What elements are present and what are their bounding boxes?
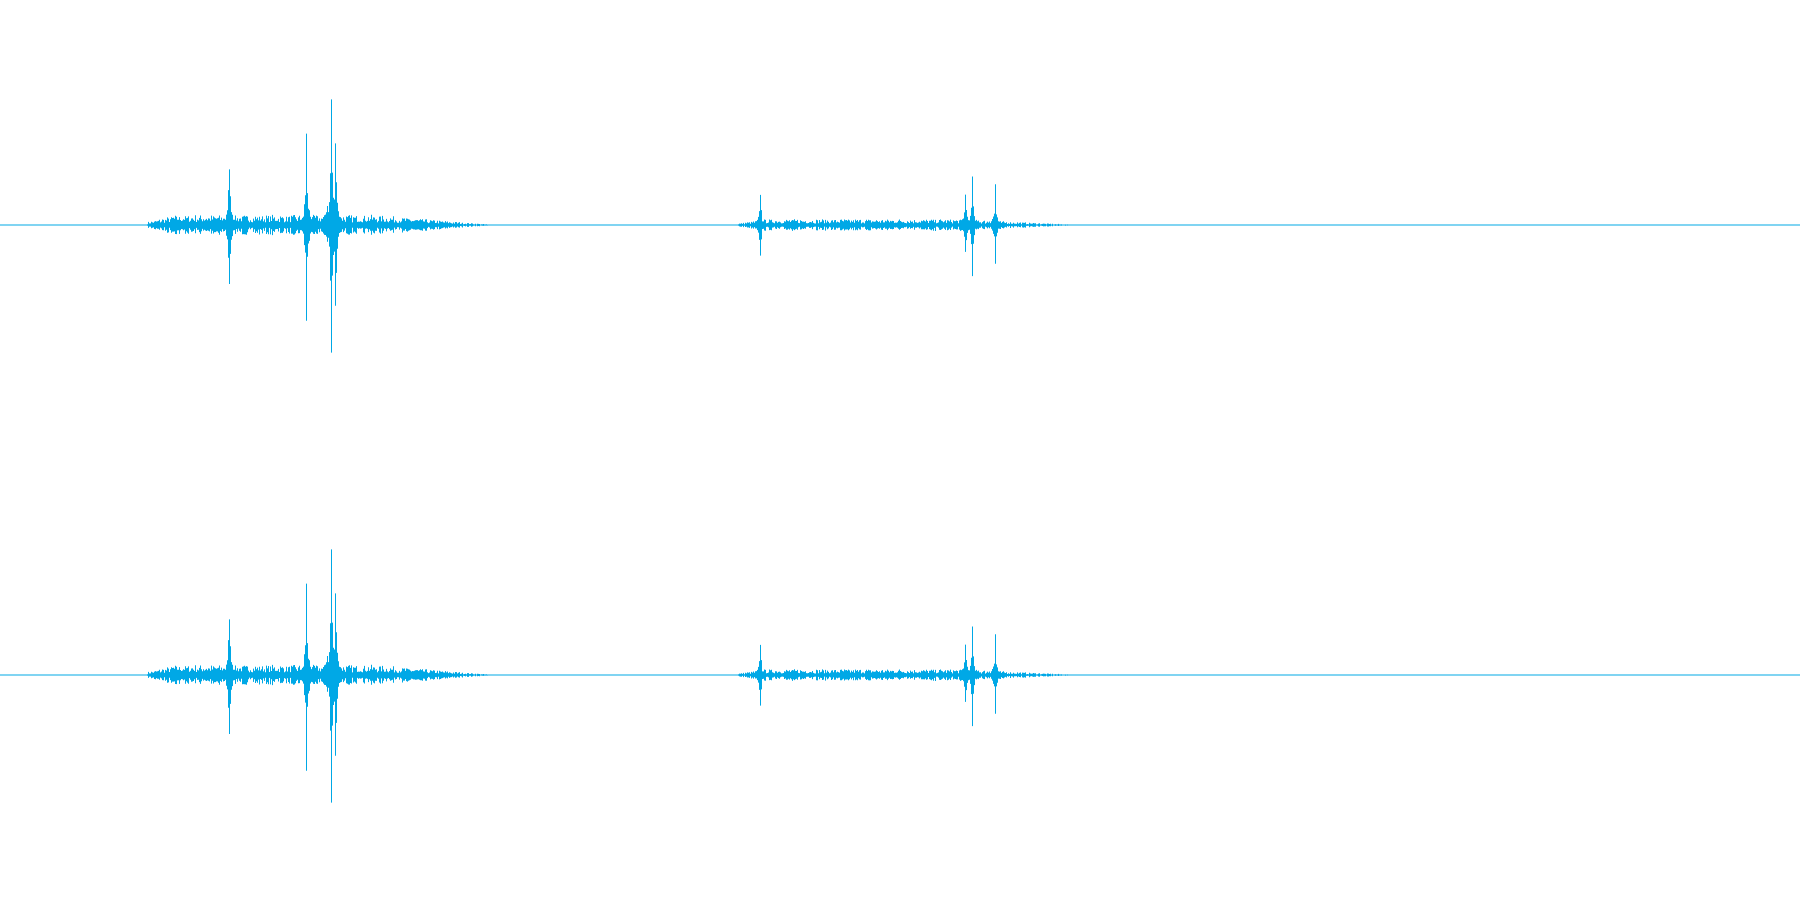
channel-2-signal	[147, 549, 1072, 803]
channel-2-waveform	[0, 549, 1800, 803]
channel-1-signal	[147, 99, 1072, 353]
channel-1-waveform	[0, 99, 1800, 353]
